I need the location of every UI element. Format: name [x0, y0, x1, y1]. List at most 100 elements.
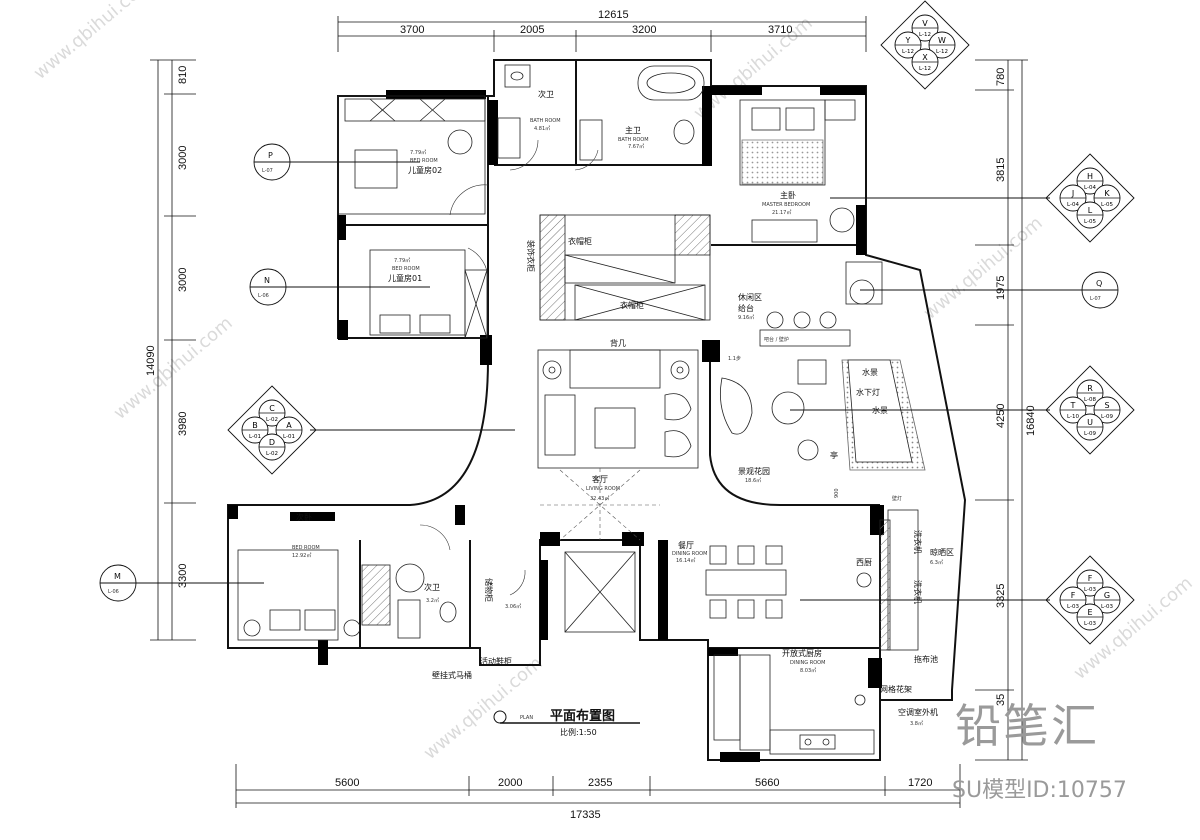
dim-right-6: 35 [995, 694, 1007, 706]
cluster-diamond [1045, 153, 1135, 243]
tag-q-code: L-07 [1090, 296, 1101, 302]
label-washer-2: 洗衣机 [913, 580, 923, 604]
title-tag: PLAN [520, 715, 533, 721]
tag-p-code: L-07 [262, 168, 273, 174]
label-toilet: 壁挂式马桶 [432, 670, 472, 680]
room-kid1-area: 7.79㎡ [394, 257, 410, 264]
label-lamp: 壁灯 [892, 495, 902, 502]
label-bar-step: 1.1步 [728, 356, 741, 362]
room-master-area: 21.17㎡ [772, 209, 791, 216]
room-mainbath-area: 7.67㎡ [628, 143, 644, 150]
room-hall-area: 3.06㎡ [505, 603, 521, 610]
cluster-letter: E [1087, 608, 1092, 617]
dimension-left [150, 59, 196, 641]
label-washer-1: 洗衣机 [913, 530, 923, 554]
dim-top-total: 12615 [598, 9, 629, 21]
cluster-letter: L [1088, 206, 1093, 215]
room-kid1-en: BED ROOM [392, 266, 420, 272]
tag-n-code: L-06 [258, 293, 269, 299]
room-dining-area: 16.14㎡ [676, 557, 695, 564]
cluster-letter: S [1104, 401, 1109, 410]
label-cabinet: 活动鞋柜 [480, 656, 512, 666]
tag-p-letter: P [268, 151, 273, 160]
furniture [237, 64, 926, 755]
room-labels: 7.79㎡ BED ROOM 儿童房02 7.79㎡ BED ROOM 儿童房0… [292, 89, 954, 727]
room-utility-area: 6.3㎡ [930, 559, 943, 566]
dim-left-total: 14090 [145, 345, 157, 376]
cluster-code: L-05 [1101, 202, 1113, 208]
doors [419, 139, 599, 596]
dim-bottom-5: 1720 [908, 777, 932, 789]
room-living-en: LIVING ROOM [586, 486, 620, 492]
cluster-letter: A [286, 421, 292, 430]
guidelines [540, 468, 660, 541]
dim-left-2: 3000 [177, 146, 189, 170]
cluster-letter: U [1087, 418, 1093, 427]
room-kitchen-en: DINING ROOM [790, 660, 825, 666]
watermark-text: www.qbihui.com [30, 0, 157, 84]
cluster-letter: K [1104, 189, 1110, 198]
cluster-diamond [227, 385, 317, 475]
dim-left-5: 3300 [177, 564, 189, 588]
wall-columns [228, 86, 884, 762]
dim-right-5: 3325 [995, 584, 1007, 608]
dim-bottom-3: 2355 [588, 777, 612, 789]
tag-m-code: L-06 [108, 589, 119, 595]
label-western-kitchen: 西厨 [856, 558, 872, 567]
cluster-code: L-01 [283, 434, 295, 440]
dim-top-1: 3700 [400, 24, 424, 36]
title-scale: 比例:1:50 [560, 727, 597, 737]
cluster-code: L-12 [936, 49, 948, 55]
cluster-letter: G [1104, 591, 1110, 600]
tag-p: P L-07 [262, 151, 273, 174]
tag-q: Q L-07 [1090, 279, 1102, 302]
label-wardrobe: 衣帽柜 [620, 300, 644, 310]
cluster-letter: V [922, 19, 928, 28]
dim-right-4: 4250 [995, 404, 1007, 428]
room-living-name: 客厅 [592, 474, 608, 484]
room-bath3-area: 3.2㎡ [426, 597, 439, 604]
room-kitchen-name: 开放式厨房 [782, 648, 822, 658]
room-dining-en: DINING ROOM [672, 551, 707, 557]
dim-bottom-total: 17335 [570, 809, 601, 821]
cluster-code: L-12 [919, 66, 931, 72]
cluster-letter: J [1071, 189, 1074, 198]
drawing-title: PLAN 平面布置图 比例:1:50 [493, 708, 640, 737]
cluster-code: L-04 [1067, 202, 1079, 208]
dim-right-total: 16840 [1025, 405, 1037, 436]
dim-bottom-2: 2000 [498, 777, 522, 789]
elevation-clusters: VL-12YL-12WL-12XL-12HL-04JL-04KL-05LL-05… [227, 0, 1135, 645]
room-kid2-area: 7.79㎡ [410, 149, 426, 156]
room-leisure-name: 休闲区 [738, 292, 762, 302]
room-bath3-name: 次卫 [424, 582, 440, 592]
room-garden-name: 景观花园 [738, 466, 770, 476]
label-back: 背几 [610, 338, 626, 348]
dim-right-2: 3815 [995, 158, 1007, 182]
dim-top-2: 2005 [520, 24, 544, 36]
dim-bottom-4: 5660 [755, 777, 779, 789]
cluster-letter: Y [905, 36, 911, 45]
cluster-letter: T [1070, 401, 1076, 410]
room-kitchen-area: 8.03㎡ [800, 667, 816, 674]
room-second-en: BED ROOM [292, 545, 320, 551]
cluster-code: L-02 [266, 451, 278, 457]
dim-left-4: 3980 [177, 412, 189, 436]
room-leisure-sub: 给台 [738, 303, 754, 313]
dim-left-3: 3000 [177, 268, 189, 292]
cluster-code: L-08 [1084, 397, 1096, 403]
cluster-letter: C [269, 404, 275, 413]
cluster-code: L-02 [266, 417, 278, 423]
reference-tags [99, 143, 1119, 602]
tag-q-letter: Q [1096, 279, 1102, 288]
cluster-code: L-09 [1084, 431, 1096, 437]
cluster-code: L-01 [249, 434, 261, 440]
room-bath2-name: 次卫 [538, 89, 554, 99]
room-second-area: 12.92㎡ [292, 552, 311, 559]
room-kid2-name: 儿童房02 [408, 165, 442, 175]
cluster-code: L-03 [1084, 587, 1096, 593]
cluster-letter: X [922, 53, 928, 62]
